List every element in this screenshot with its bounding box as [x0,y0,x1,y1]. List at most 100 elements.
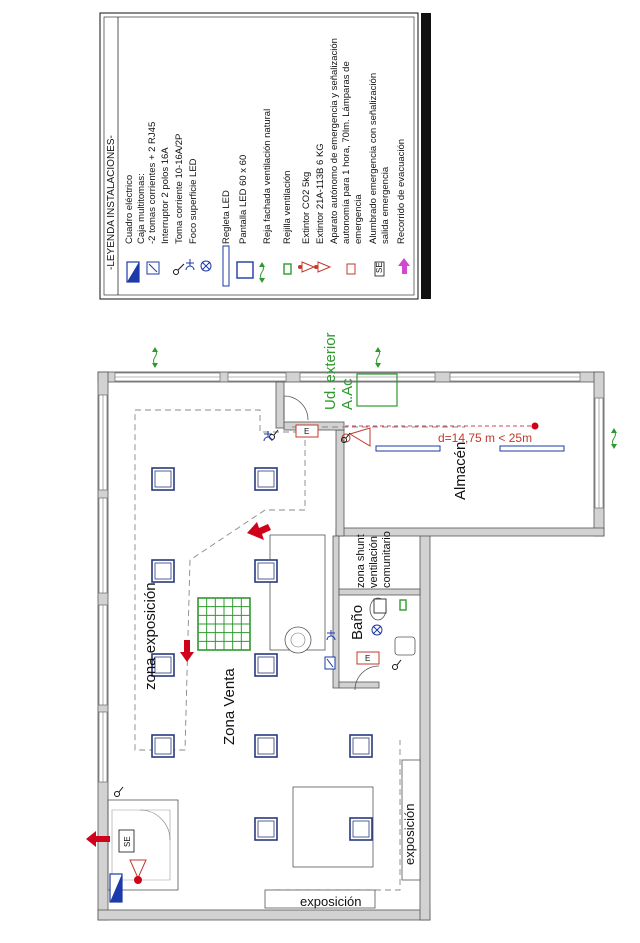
legend-item-label: Regleta LED [221,190,232,244]
led-panel-icon [349,817,373,841]
led-panel-icon [236,261,254,279]
legend-frame [99,12,419,300]
led-strip-icon [222,245,230,287]
svg-text:SE: SE [375,262,384,273]
svg-text:SE: SE [123,836,132,847]
multi-socket-box-icon [146,261,160,275]
outdoor-ac-unit [356,373,398,407]
facade-vent-icon [611,428,617,449]
legend-item-label: Aparato autónomo de emergencia y señaliz… [329,38,340,244]
legend-item-label: emergencia [353,194,364,244]
legend-item-label: Foco superficie LED [188,158,199,244]
electrical-panel-icon [126,261,140,283]
socket-icon [263,431,273,442]
facade-vent-icon [375,347,381,368]
legend-frame-inner [103,16,415,296]
emergency-exit-sign-icon [373,598,387,614]
led-strips [375,445,565,452]
co2-extinguisher-icon [129,859,147,884]
right-display [401,759,421,881]
legend-item-label: Extintor 21A-113B 6 KG [315,143,326,244]
label-zona-exposicion: zona exposición [142,582,159,690]
sink [394,636,416,656]
led-panel-inner [352,737,370,755]
svg-text:E: E [365,654,370,663]
display-table [292,786,374,868]
legend-item-label: Toma corriente 10-16A/2P [174,134,185,244]
led-spotlight-icon [200,260,212,272]
led-panel-inner [257,470,275,488]
led-panels [151,467,373,841]
label-shunt-2: ventilación [368,536,380,588]
label-ud-exterior: Ud. exterior [322,332,339,410]
multi-socket-box-icon [324,656,336,670]
label-exposicion-bottom: exposición [300,894,361,909]
legend-item-label: Pantalla LED 60 x 60 [238,155,249,244]
led-panel-inner [154,470,172,488]
co2-extinguisher-icon [298,261,316,273]
led-panel-icon [254,653,278,677]
legend-item-label: -2 tomas corrientes + 2 RJ45 [147,122,158,244]
label-shunt-1: zona shunt [355,534,367,588]
evacuation-arrows [86,522,271,847]
led-spotlight-icon [371,624,383,636]
led-strip-icon [499,445,565,452]
led-panel-icon [151,467,175,491]
label-exposicion-right: exposición [402,804,417,865]
label-ud-exterior-aac: A.Ac [339,378,356,410]
legend-item-label: Rejilla ventilación [282,171,293,244]
label-almacen: Almacén [452,442,469,500]
svg-text:E: E [304,427,309,436]
vent-grille-icon [283,263,292,275]
switch-icon [341,432,351,443]
led-panel-icon [254,734,278,758]
label-zona-venta: Zona Venta [221,668,238,745]
facade-vent-icon [152,347,158,368]
emergency-light-icon [346,263,356,275]
legend-item-label: salida emergencia [380,166,391,244]
led-panel-inner [257,562,275,580]
legend-item-label: autonomía para 1 hora, 70lm. Lámparas de [341,61,352,244]
led-panel-icon [349,734,373,758]
led-panel-icon [151,734,175,758]
evacuation-route-icon [398,258,410,274]
powder-extinguisher-icon [314,261,332,273]
label-bano: Baño [349,605,366,640]
facade-vent-icon [259,262,265,283]
led-panel-icon [254,817,278,841]
legend-symbols: SE [126,245,410,287]
electrical-panel-icon [109,873,123,903]
led-panel-inner [352,820,370,838]
legend-item-label: Interruptor 2 polos 16A [160,147,171,244]
evacuation-origin [531,422,539,430]
walls [97,371,605,921]
emergency-exit-sign-icon: SE [118,829,135,853]
emergency-exit-sign-icon: SE [374,261,385,277]
led-panel-inner [257,737,275,755]
led-panel-icon [151,559,175,583]
led-panel-inner [154,737,172,755]
legend-item-label: Reja fachada ventilación natural [262,109,273,244]
legend-item-label: Extintor CO2 5kg [301,172,312,244]
label-evacuation-distance: d=14,75 m < 25m [438,431,532,445]
led-panel-inner [154,656,172,674]
furniture [264,534,421,909]
emergency-light-icon: E [356,651,380,665]
switch-icon [114,786,124,797]
led-panel-inner [154,562,172,580]
led-strip-icon [375,445,441,452]
legend-item-label: Recorrido de evacuación [396,139,407,244]
legend-item-label: Caja multitomas: [136,173,147,244]
vent-grille-icon [197,597,251,651]
socket-icon [326,630,336,641]
vent-grille-icon [399,599,407,611]
socket-icon [185,259,195,271]
emergency-light-icon: E [295,424,319,438]
legend: -LEYENDA INSTALACIONES- Cuadro eléctrico… [99,12,431,300]
switch-icon [392,659,402,670]
led-panel-inner [257,656,275,674]
legend-item-label: Alumbrado emergencia con señalización [368,73,379,244]
bottom-display [264,889,376,909]
led-panel-inner [257,820,275,838]
